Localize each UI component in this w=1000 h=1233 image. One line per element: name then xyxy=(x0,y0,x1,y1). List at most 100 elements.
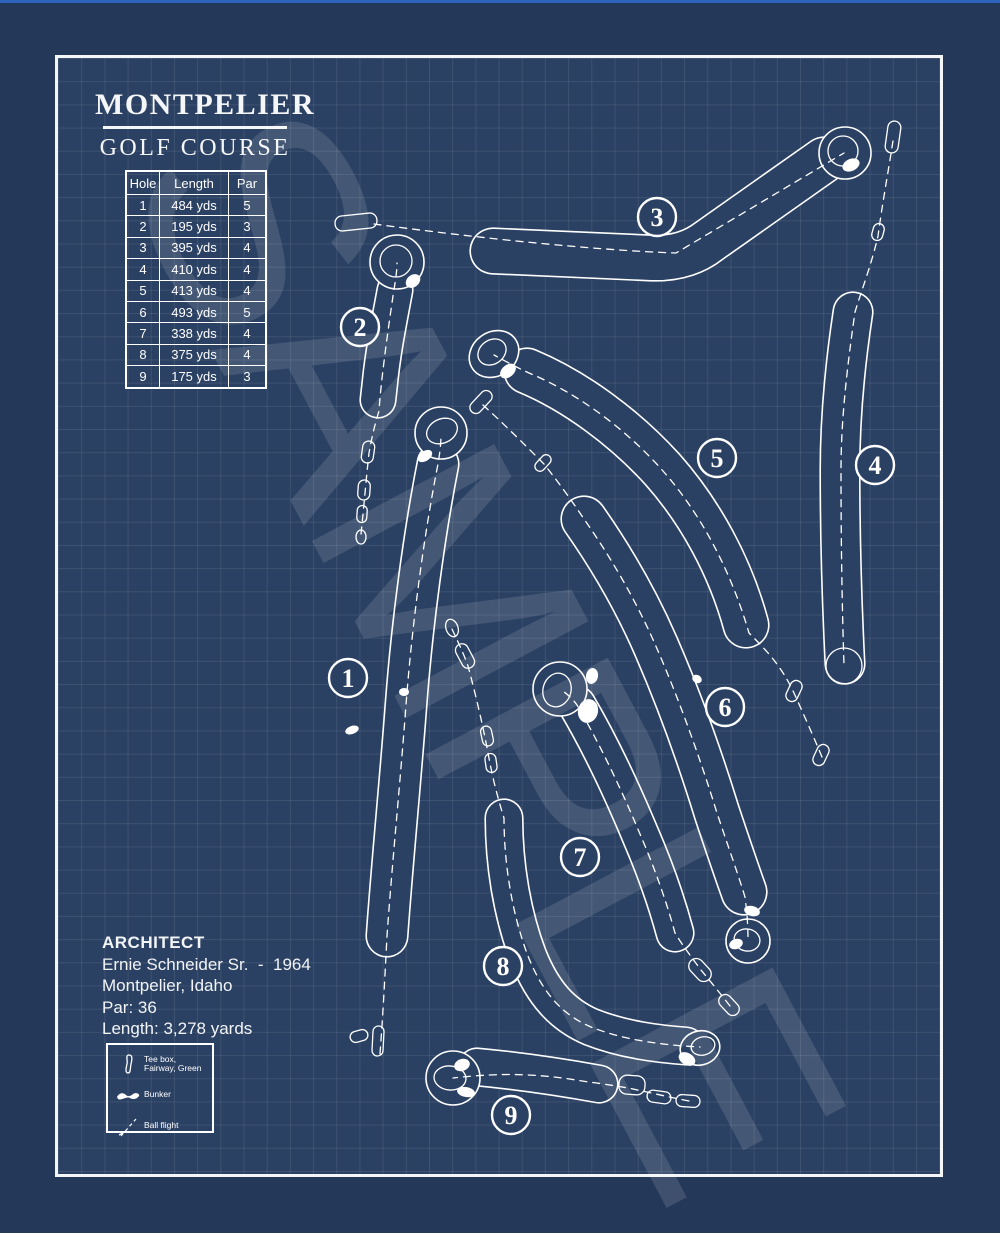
title-underline xyxy=(103,126,287,129)
course-title: MONTPELIER xyxy=(95,88,316,121)
tee-box xyxy=(334,212,378,232)
bunker-icon xyxy=(117,1093,140,1100)
hole-3-green xyxy=(818,126,872,180)
bunker xyxy=(577,699,599,723)
svg-text:7: 7 xyxy=(574,843,587,872)
cell-length: 338 yds xyxy=(159,322,229,345)
cell-length: 175 yds xyxy=(159,365,229,389)
tee-box xyxy=(349,1028,369,1044)
tee-box xyxy=(357,479,371,501)
hole-6-green xyxy=(725,918,771,964)
tee-box xyxy=(469,389,493,415)
architect-block: ARCHITECT Ernie Schneider Sr. - 1964 Mon… xyxy=(102,932,311,1040)
bunker xyxy=(417,449,433,463)
hole-3-ball-flight xyxy=(373,152,845,254)
header-hole: Hole xyxy=(125,170,160,195)
hole-1-badge: 1 xyxy=(327,657,369,699)
tee-box xyxy=(884,120,902,154)
tee-box xyxy=(444,618,460,638)
tee-fairway-green-icon xyxy=(125,1054,133,1074)
hole-3 xyxy=(334,126,872,282)
svg-text:5: 5 xyxy=(711,444,724,473)
hole-6-badge: 6 xyxy=(704,686,746,728)
hole-number-badges: 1 2 3 4 5 6 7 8 9 xyxy=(327,196,896,1136)
hole-9-badge: 9 xyxy=(490,1094,532,1136)
hole-8-badge: 8 xyxy=(482,945,524,987)
bunker xyxy=(729,938,743,950)
architect-par: Par: 36 xyxy=(102,997,157,1017)
svg-text:8: 8 xyxy=(497,952,510,981)
hole-4 xyxy=(819,120,902,685)
bunker xyxy=(500,363,516,379)
bunker xyxy=(454,1058,470,1072)
hole-1-green xyxy=(414,406,468,460)
tee-box xyxy=(360,440,376,464)
bunker xyxy=(399,688,409,696)
svg-text:2: 2 xyxy=(354,313,367,342)
svg-text:6: 6 xyxy=(719,693,732,722)
header-length: Length xyxy=(159,170,229,195)
bunker xyxy=(692,674,702,684)
hole-3-badge: 3 xyxy=(636,196,678,238)
bunker xyxy=(457,1086,475,1098)
bunker xyxy=(585,668,599,684)
hole-6-ball-flight xyxy=(482,404,749,940)
legend-item: Bunker xyxy=(116,1083,208,1107)
svg-text:4: 4 xyxy=(869,451,882,480)
cell-par: 4 xyxy=(228,343,267,367)
hole-2-ball-flight xyxy=(360,262,398,535)
screen-top-edge xyxy=(0,0,1000,3)
header-par: Par xyxy=(228,170,267,195)
hole-5-ball-flight xyxy=(493,354,823,758)
title-block: MONTPELIER GOLF COURSE xyxy=(95,88,316,162)
cell-length: 493 yds xyxy=(159,300,229,324)
hole-7-badge: 7 xyxy=(559,836,601,878)
course-subtitle: GOLF COURSE xyxy=(99,134,291,161)
tee-box xyxy=(646,1089,672,1105)
scorecard-header-row: Hole Length Par xyxy=(125,170,267,195)
tee-box xyxy=(785,679,803,703)
hole-5-badge: 5 xyxy=(696,437,738,479)
legend-item: Ball flight xyxy=(116,1114,208,1138)
legend-label: Ball flight xyxy=(144,1120,179,1131)
bunker xyxy=(744,905,760,917)
cell-length: 484 yds xyxy=(159,193,229,217)
cell-length: 195 yds xyxy=(159,215,229,238)
hole-9-ball-flight xyxy=(452,1073,690,1102)
svg-text:9: 9 xyxy=(505,1101,518,1130)
hole-1-ball-flight xyxy=(379,433,442,1055)
tee-box xyxy=(356,504,368,524)
architect-heading: ARCHITECT xyxy=(102,933,205,952)
bunker xyxy=(405,274,421,288)
ball-flight-icon xyxy=(118,1118,137,1137)
architect-name-year: Ernie Schneider Sr. - 1964 xyxy=(102,954,311,974)
hole-8-ball-flight xyxy=(451,628,701,1048)
svg-text:3: 3 xyxy=(651,203,664,232)
cell-length: 375 yds xyxy=(159,343,229,367)
hole-7-ball-flight xyxy=(559,688,731,1007)
cell-par: 3 xyxy=(228,365,267,389)
legend-label: Tee box, Fairway, Green xyxy=(144,1053,202,1073)
legend-item: Tee box, Fairway, Green xyxy=(116,1052,208,1076)
legend-label: Bunker xyxy=(144,1089,171,1100)
hole-2-badge: 2 xyxy=(339,306,381,348)
svg-text:1: 1 xyxy=(342,664,355,693)
hole-4-badge: 4 xyxy=(854,444,896,486)
ball-flight-lines xyxy=(360,140,894,1102)
bunker xyxy=(842,158,860,172)
legend-box: Tee box, Fairway, Green Bunker Ball flig… xyxy=(106,1043,214,1137)
tee-box xyxy=(371,1025,385,1057)
cell-length: 410 yds xyxy=(159,258,229,281)
bunker xyxy=(345,725,359,735)
architect-location: Montpelier, Idaho xyxy=(102,976,233,995)
